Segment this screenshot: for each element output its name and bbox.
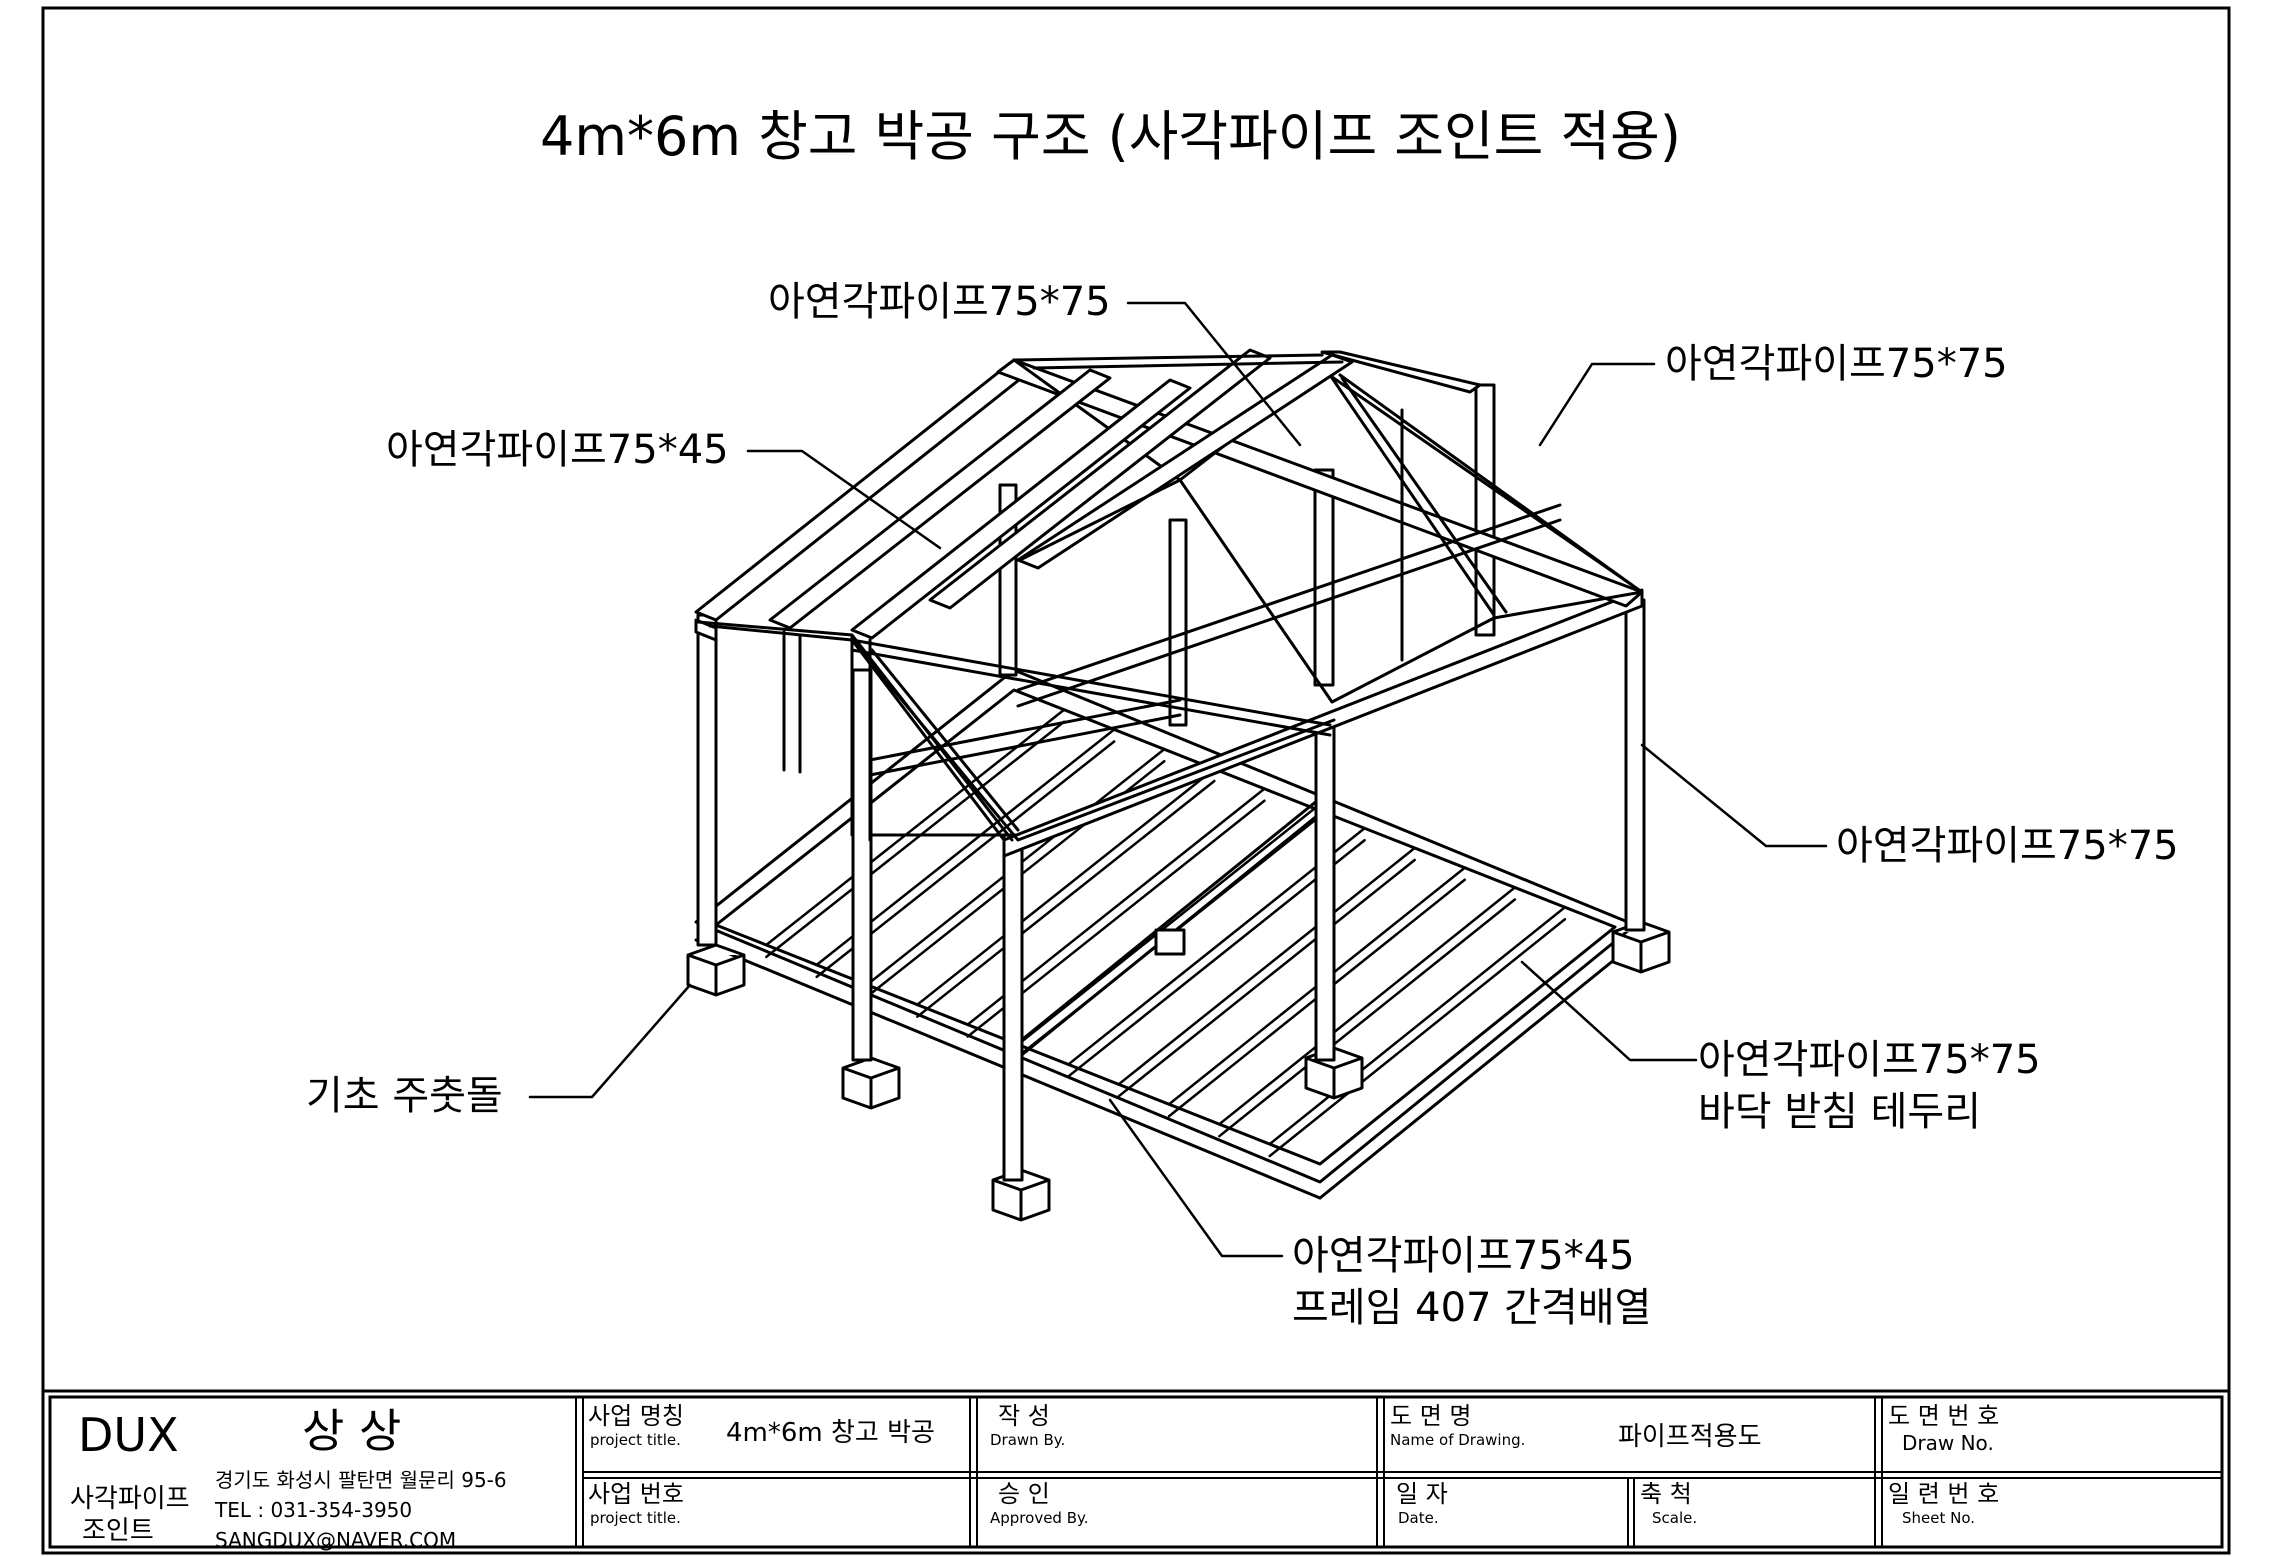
floor-joist (916, 767, 1216, 1006)
callout-foundation: 기초 주춧돌 (306, 1073, 503, 1119)
callout-gable-right: 아연각파이프75*75 (1665, 341, 2008, 387)
floor-joist (916, 779, 1216, 1018)
callout-roof-top: 아연각파이프75*75 (768, 279, 1111, 325)
drawing-name-label: 도 면 명 (1390, 1402, 1472, 1430)
company-tel: TEL : 031-354-3950 (215, 1498, 413, 1522)
project-title-label-en: project title. (590, 1431, 681, 1449)
floor-joist (1016, 807, 1316, 1046)
warehouse-frame-drawing (528, 301, 1828, 1258)
draw-number-label-en: Draw No. (1902, 1431, 1994, 1455)
foundation-stones (686, 920, 1671, 1222)
floor-mid-beam (1006, 798, 1320, 1068)
callout-floor-joist-1: 아연각파이프75*45 (1292, 1233, 1635, 1279)
drawn-by-label-en: Drawn By. (990, 1431, 1066, 1449)
roof-purlins (768, 348, 1562, 777)
floor-joist (1117, 858, 1416, 1098)
company-email: SANGDUX@NAVER.COM (215, 1528, 457, 1552)
approved-by-label: 승 인 (998, 1480, 1050, 1508)
sheet-number-label-en: Sheet No. (1902, 1509, 1976, 1527)
sheet-border (41, 6, 2231, 1555)
date-label: 일 자 (1396, 1480, 1448, 1508)
callout-floor-joist-2: 프레임 407 간격배열 (1292, 1285, 1652, 1331)
floor-joist (765, 720, 1066, 959)
company-address: 경기도 화성시 팔탄면 월문리 95-6 (215, 1468, 507, 1492)
drawing-name-label-en: Name of Drawing. (1390, 1431, 1526, 1449)
scale-label: 축 척 (1640, 1480, 1692, 1508)
floor-joist (1218, 898, 1517, 1138)
product-line-2: 조인트 (82, 1516, 154, 1546)
drawing-name-value: 파이프적용도 (1618, 1422, 1762, 1452)
date-label-en: Date. (1398, 1509, 1439, 1527)
floor-joist (1218, 886, 1517, 1126)
project-number-label-en: project title. (590, 1509, 681, 1527)
project-title-label: 사업 명칭 (588, 1402, 684, 1430)
callout-floor-edge-2: 바닥 받침 테두리 (1698, 1089, 1982, 1135)
vertical-posts (696, 383, 1646, 1182)
product-line-1: 사각파이프 (70, 1484, 190, 1514)
floor-joist (765, 708, 1066, 947)
brand-logo: DUX (78, 1408, 179, 1462)
draw-number-label: 도 면 번 호 (1888, 1402, 2000, 1430)
sheet-number-label: 일 련 번 호 (1888, 1480, 2000, 1508)
company-name: 상 상 (302, 1404, 402, 1458)
callout-floor-edge-1: 아연각파이프75*75 (1698, 1037, 2041, 1083)
scale-label-en: Scale. (1652, 1509, 1698, 1527)
project-number-label: 사업 번호 (588, 1480, 684, 1508)
floor-joist (1117, 846, 1416, 1086)
leader-lines (528, 301, 1828, 1258)
drawing-title: 4m*6m 창고 박공 구조 (사각파이프 조인트 적용) (540, 105, 1681, 168)
approved-by-label-en: Approved By. (990, 1509, 1089, 1527)
callout-post-right: 아연각파이프75*75 (1836, 823, 2179, 869)
floor-joist (1268, 918, 1567, 1158)
title-block (43, 1389, 2229, 1549)
callout-roof-left: 아연각파이프75*45 (386, 427, 729, 473)
project-title-value: 4m*6m 창고 박공 (726, 1418, 935, 1448)
floor-joist (1268, 906, 1567, 1146)
drawn-by-label: 작 성 (998, 1402, 1050, 1430)
